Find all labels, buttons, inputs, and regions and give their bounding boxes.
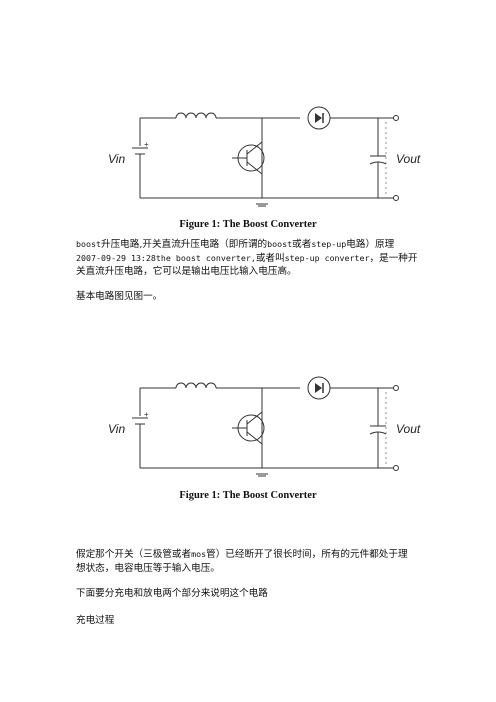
vout-label: Vout [396,152,421,166]
explanation-intro-text: 下面要分充电和放电两个部分来说明这个电路 [76,588,268,599]
circuit-schematic: + Vin Vout [108,106,421,207]
diode-arrow [315,113,322,123]
circuit-reference-text: 基本电路图见图一。 [76,291,163,302]
boost-converter-diagram: + Vin Vout [0,362,496,492]
figure-caption: Figure 1: The Boost Converter [179,490,317,501]
boost-converter-diagram: + Vin Vout [0,92,496,222]
vout-label: Vout [396,422,421,436]
vin-label: Vin [108,422,125,436]
vin-label: Vin [108,152,125,166]
svg-text:+: + [144,410,149,419]
inductor [175,112,217,119]
assumption-paragraph: 假定那个开关（三极管或者mos管）已经断开了很长时间，所有的元件都处于理 想状态… [76,549,408,574]
figure-caption: Figure 1: The Boost Converter [179,219,317,230]
capacitor-plate-curved [369,161,387,165]
intro-paragraph: boost升压电路,开关直流升压电路（即所谓的boost或者step-up电路）… [76,239,418,277]
circuit-schematic: + Vin Vout [108,376,421,477]
output-terminal-top [393,115,399,121]
output-terminal-bottom [393,195,399,201]
section-heading-charging: 充电过程 [76,615,115,626]
svg-text:+: + [144,140,149,149]
